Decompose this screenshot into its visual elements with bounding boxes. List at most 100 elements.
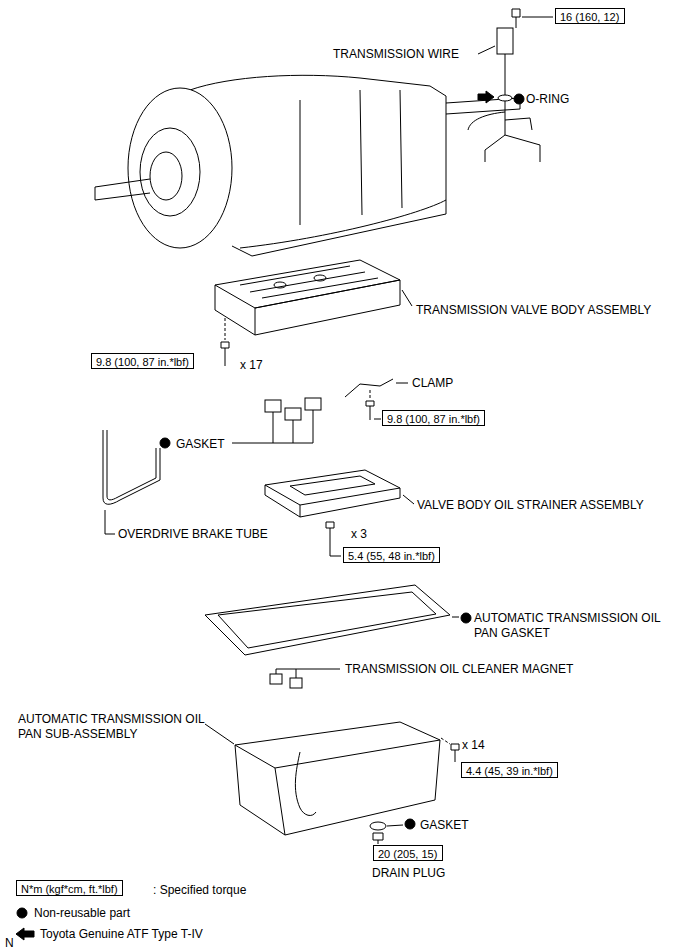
transmission-case — [140, 128, 200, 216]
legend-text: Non-reusable part — [34, 906, 130, 921]
oil-cleaner-magnet — [276, 669, 340, 678]
torque-box: 9.8 (100, 87 in.*lbf) — [382, 410, 485, 426]
part-name: AUTOMATIC TRANSMISSION OIL PAN SUB-ASSEM… — [18, 712, 208, 742]
valve-body — [221, 342, 229, 366]
oil-pan — [295, 752, 316, 815]
oil-pan-gasket — [205, 585, 450, 655]
transmission-case — [150, 152, 182, 200]
overdrive-brake-tube — [103, 430, 160, 504]
drain-plug — [370, 819, 415, 844]
transmission-wire — [497, 28, 513, 54]
oil-strainer — [265, 485, 400, 517]
clamp — [345, 379, 393, 397]
oil-cleaner-magnet — [270, 674, 282, 684]
overdrive-brake-tube — [107, 430, 156, 500]
overdrive-brake-tube — [103, 430, 160, 534]
torque-box: 5.4 (55, 48 in.*lbf) — [343, 547, 440, 563]
oil-pan-gasket — [461, 613, 471, 623]
quantity: x 14 — [462, 738, 485, 753]
oil-pan — [451, 744, 459, 762]
gaskets — [305, 398, 321, 410]
torque-box: 4.4 (45, 39 in.*lbf) — [461, 762, 558, 778]
transmission-case — [300, 90, 402, 225]
transmission-wire — [478, 46, 495, 54]
torque-box: 20 (205, 15) — [373, 845, 443, 861]
transmission-case — [128, 88, 232, 248]
transmission-case — [95, 75, 520, 256]
gaskets — [160, 438, 170, 448]
oil-pan — [205, 724, 234, 744]
transmission-wire — [512, 9, 520, 28]
part-name: OVERDRIVE BRAKE TUBE — [118, 527, 268, 542]
drain-plug — [387, 825, 403, 826]
oil-strainer — [290, 476, 375, 495]
valve-body — [314, 275, 326, 281]
valve-body — [225, 318, 226, 340]
valve-body — [215, 260, 412, 366]
clamp — [370, 390, 371, 400]
valve-body — [215, 260, 400, 308]
legend-text: : Specified torque — [153, 883, 246, 898]
part-name: GASKET — [420, 818, 469, 833]
transmission-case — [232, 200, 446, 256]
transmission-wire — [468, 112, 540, 162]
torque-value: N*m (kgf*cm, ft.*lbf) — [21, 883, 118, 895]
torque-value: 9.8 (100, 87 in.*lbf) — [387, 413, 480, 425]
legend-symbols — [16, 908, 34, 940]
quantity: x 3 — [351, 527, 367, 542]
torque-value: 4.4 (45, 39 in.*lbf) — [466, 765, 553, 777]
torque-value: 16 (160, 12) — [560, 11, 619, 23]
torque-box: 9.8 (100, 87 in.*lbf) — [91, 353, 194, 369]
quantity: x 17 — [240, 358, 263, 373]
oil-strainer — [265, 470, 414, 556]
drain-plug — [405, 819, 415, 829]
overdrive-brake-tube — [105, 510, 115, 534]
oil-pan — [235, 722, 440, 768]
drain-plug — [370, 822, 386, 830]
transmission-wire — [478, 91, 494, 103]
drain-plug — [373, 833, 383, 844]
part-name: CLAMP — [412, 376, 453, 391]
valve-body — [240, 266, 378, 298]
gaskets — [232, 410, 313, 443]
torque-value: 5.4 (55, 48 in.*lbf) — [348, 550, 435, 562]
part-name: TRANSMISSION VALVE BODY ASSEMBLY — [416, 303, 651, 318]
part-name: TRANSMISSION WIRE — [333, 47, 459, 62]
oil-pan-gasket — [205, 585, 471, 655]
oil-strainer — [265, 470, 400, 505]
valve-body — [274, 282, 286, 288]
figure-code: N — [5, 936, 14, 951]
torque-box: 16 (160, 12) — [555, 8, 625, 24]
part-name: TRANSMISSION OIL CLEANER MAGNET — [345, 662, 573, 677]
transmission-wire — [498, 95, 512, 101]
part-name: O-RING — [526, 92, 569, 107]
oil-cleaner-magnet — [290, 678, 302, 688]
clamp — [366, 401, 381, 420]
part-name: DRAIN PLUG — [372, 866, 445, 881]
torque-box: N*m (kgf*cm, ft.*lbf) — [16, 880, 123, 896]
valve-body — [402, 290, 412, 306]
part-name: GASKET — [176, 437, 225, 452]
gaskets — [285, 408, 301, 420]
part-name: AUTOMATIC TRANSMISSION OIL PAN GASKET — [474, 611, 674, 641]
transmission-wire — [468, 9, 553, 162]
transmission-case — [95, 179, 150, 200]
torque-value: 9.8 (100, 87 in.*lbf) — [96, 356, 189, 368]
transmission-wire — [522, 17, 553, 18]
legend-symbols — [17, 908, 27, 918]
transmission-wire — [514, 94, 524, 104]
oil-pan-gasket — [218, 592, 436, 648]
legend-text: Toyota Genuine ATF Type T-IV — [40, 927, 203, 942]
gaskets — [265, 400, 281, 412]
oil-pan — [235, 740, 440, 835]
legend-symbols — [16, 928, 34, 940]
clamp — [396, 383, 408, 384]
valve-body — [215, 280, 400, 335]
oil-strainer — [326, 522, 341, 556]
oil-cleaner-magnet — [270, 669, 340, 688]
oil-pan-gasket — [452, 617, 459, 618]
oil-strainer — [403, 495, 414, 504]
torque-value: 20 (205, 15) — [378, 848, 437, 860]
part-name: VALVE BODY OIL STRAINER ASSEMBLY — [417, 498, 644, 513]
